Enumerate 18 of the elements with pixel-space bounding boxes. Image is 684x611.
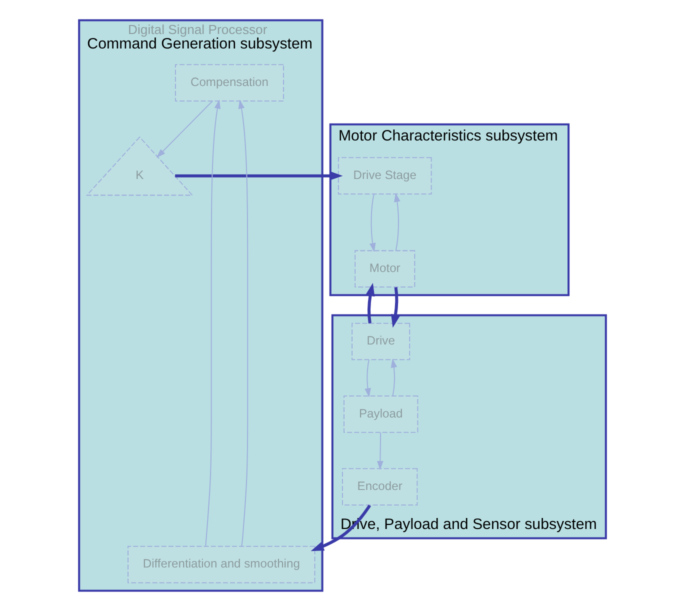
arrow bbox=[174, 171, 342, 180]
arrow bbox=[365, 282, 374, 324]
node-box: Drive Stage bbox=[337, 157, 432, 194]
node-box: Payload bbox=[343, 396, 418, 433]
arrow bbox=[390, 287, 400, 328]
node-box: Differentiation and smoothing bbox=[127, 546, 315, 584]
arrow bbox=[238, 100, 248, 546]
arrow bbox=[390, 358, 397, 396]
arrow bbox=[204, 100, 220, 546]
arrow bbox=[368, 194, 376, 252]
arrow bbox=[376, 432, 383, 470]
arrow bbox=[364, 360, 370, 398]
arrow bbox=[394, 192, 400, 251]
node-box: Compensation bbox=[174, 64, 284, 102]
node-box: Motor bbox=[354, 250, 415, 288]
arrow bbox=[156, 101, 212, 158]
node-box: Drive bbox=[351, 322, 410, 360]
node-box: Encoder bbox=[342, 468, 418, 506]
